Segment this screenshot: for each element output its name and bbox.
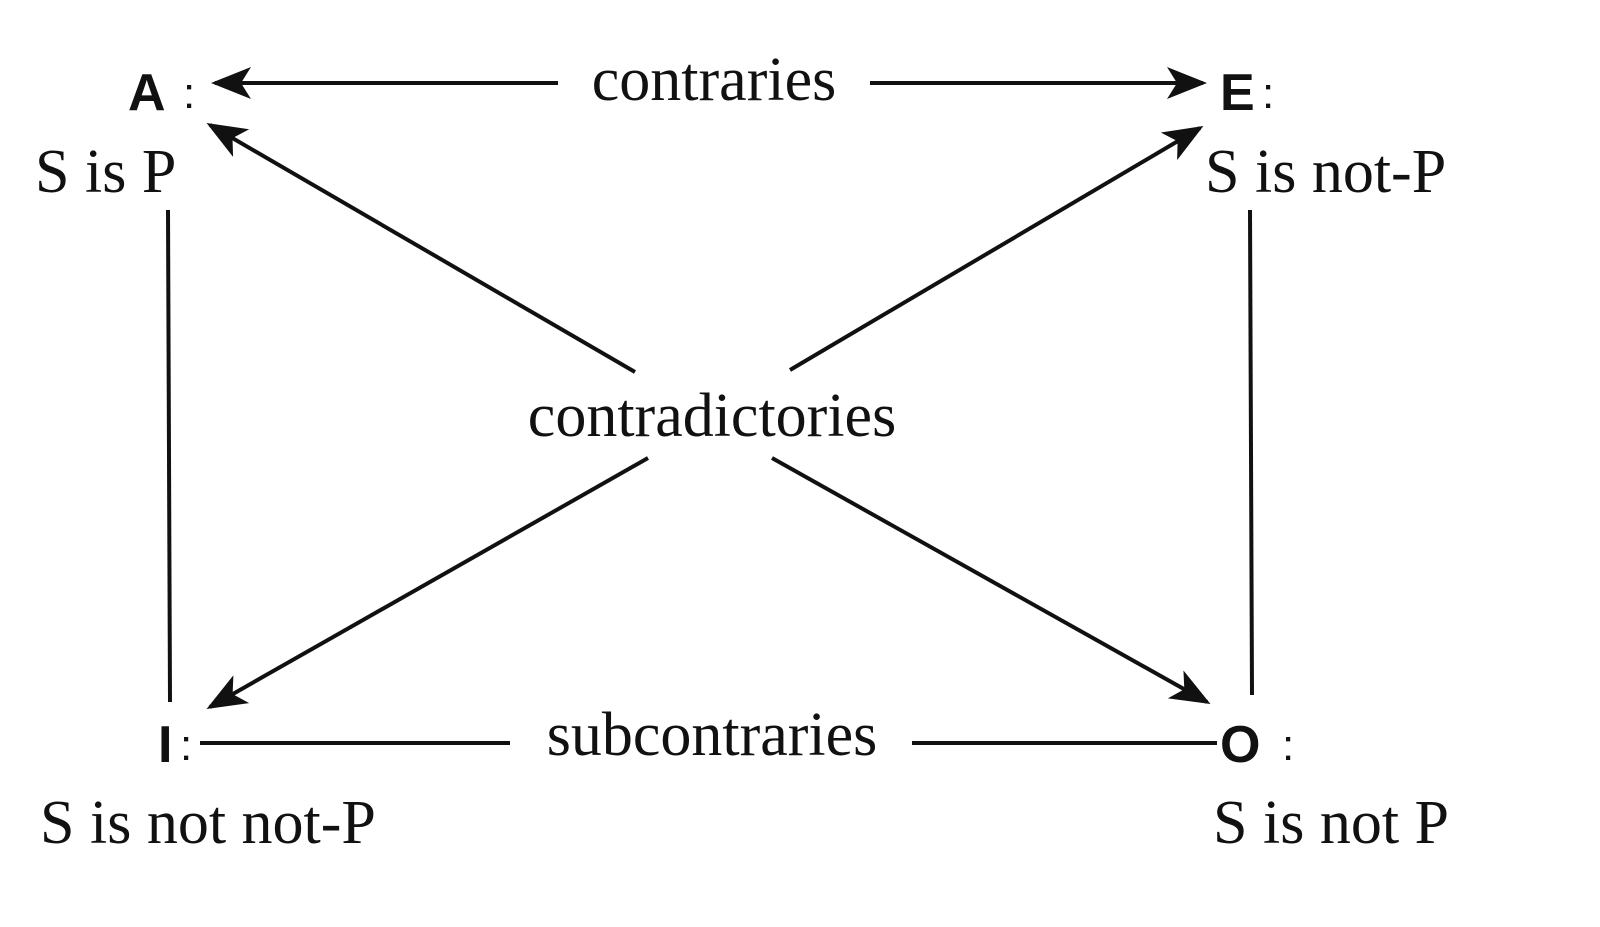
relation-contradictories: contradictories bbox=[528, 382, 896, 450]
label-i: I bbox=[158, 716, 172, 774]
label-o: O bbox=[1220, 716, 1260, 774]
line-e-o bbox=[1248, 209, 1254, 696]
corner-e: E : S is not-P bbox=[1205, 64, 1446, 206]
colon-o: : bbox=[1282, 721, 1294, 770]
relation-contraries: contraries bbox=[592, 46, 836, 114]
proposition-o: S is not P bbox=[1213, 789, 1449, 857]
corner-a: A : S is P bbox=[35, 64, 195, 206]
corner-i: I : S is not not-P bbox=[40, 716, 376, 857]
colon-e: : bbox=[1262, 69, 1274, 118]
arrow-contradictories-to-e bbox=[788, 125, 1204, 372]
proposition-i: S is not not-P bbox=[40, 789, 376, 857]
label-a: A bbox=[128, 64, 166, 122]
arrow-contradictories-to-a bbox=[206, 122, 637, 374]
arrow-contradictories-to-o bbox=[771, 456, 1211, 704]
line-a-i bbox=[166, 209, 172, 703]
colon-i: : bbox=[180, 721, 192, 770]
corner-o: O : S is not P bbox=[1213, 716, 1449, 857]
proposition-a: S is P bbox=[35, 138, 176, 206]
proposition-e: S is not-P bbox=[1205, 138, 1446, 206]
label-e: E bbox=[1220, 64, 1255, 122]
arrow-contradictories-to-i bbox=[206, 456, 649, 709]
colon-a: : bbox=[183, 69, 195, 118]
relation-subcontraries: subcontraries bbox=[547, 701, 878, 769]
